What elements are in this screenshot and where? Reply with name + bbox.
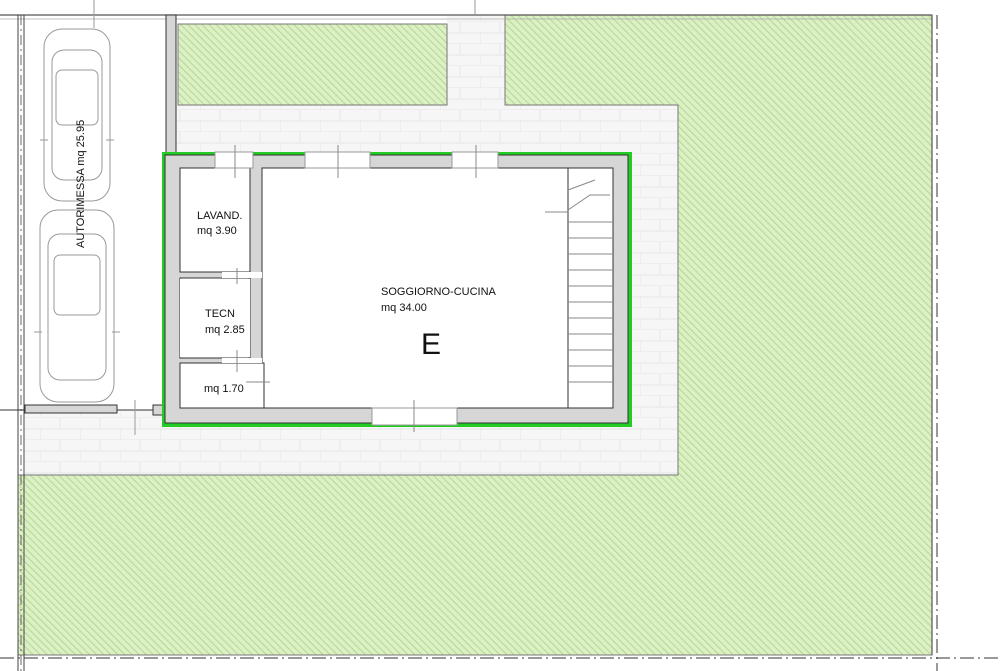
room-area-soggiorno: mq 34.00 (381, 302, 427, 314)
room-name-soggiorno: SOGGIORNO-CUCINA (381, 286, 497, 298)
car-icon (40, 28, 114, 202)
room-soggiorno (261, 167, 569, 409)
staircase (545, 167, 614, 409)
paving-left (25, 410, 175, 475)
room-area-lavand: mq 3.90 (197, 225, 237, 237)
garage-wall (165, 14, 177, 156)
room-name-lavand: LAVAND. (197, 210, 242, 222)
room-area-tecn: mq 2.85 (205, 324, 245, 336)
car-icon (34, 209, 120, 403)
paving-path (447, 15, 505, 107)
room-lavand (179, 167, 251, 273)
garage-label: AUTORIMESSA mq 25.95 (75, 120, 87, 248)
lawn-top-left (177, 23, 448, 106)
room-area-corridor: mq 1.70 (204, 383, 244, 395)
room-name-tecn: TECN (205, 308, 235, 320)
door-entrance (451, 151, 499, 169)
window (214, 151, 254, 169)
unit-label: E (421, 328, 441, 361)
